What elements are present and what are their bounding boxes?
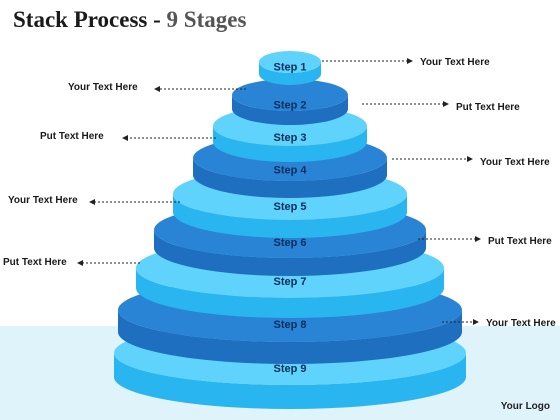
logo-text: Your Logo [500,401,550,412]
stage-label-2: Step 2 [273,100,306,112]
stage-label-3: Step 3 [273,132,306,144]
callout-text-right-1: Your Text Here [420,57,490,68]
callout-text-right-8: Your Text Here [486,318,556,329]
stage-disk-2: Step 2 [232,79,348,125]
stage-wall-8 [118,310,462,364]
stage-label-5: Step 5 [273,201,306,213]
stage-label-1: Step 1 [273,62,306,74]
stage-wall-3 [213,126,367,162]
callout-text-right-2: Put Text Here [456,102,520,113]
title-main: Stack Process - [13,7,167,32]
stage-wall-7 [136,268,444,318]
stage-label-7: Step 7 [273,276,306,288]
title-accent: 9 Stages [166,7,247,32]
stage-disk-1: Step 1 [259,51,321,85]
stage-top-1 [259,51,321,73]
stage-wall-6 [154,230,426,276]
stage-wall-2 [232,95,348,125]
stage-wall-5 [173,194,407,238]
callout-text-left-2: Put Text Here [40,131,104,142]
stage-wall-9 [114,353,466,409]
stage-label-4: Step 4 [273,164,307,176]
stage-label-9: Step 9 [273,363,306,375]
stage-label-6: Step 6 [273,237,306,249]
stage-top-2 [232,79,348,111]
callout-text-left-3: Your Text Here [8,195,78,206]
stage-wall-4 [193,158,387,198]
callout-text-right-4: Your Text Here [480,157,550,168]
callout-text-right-6: Put Text Here [488,236,552,247]
stage-label-8: Step 8 [273,319,306,331]
page-title: Stack Process - 9 Stages [13,7,246,33]
stage-wall-1 [259,62,321,85]
callout-text-left-4: Put Text Here [3,257,67,268]
callout-text-left-1: Your Text Here [68,82,138,93]
